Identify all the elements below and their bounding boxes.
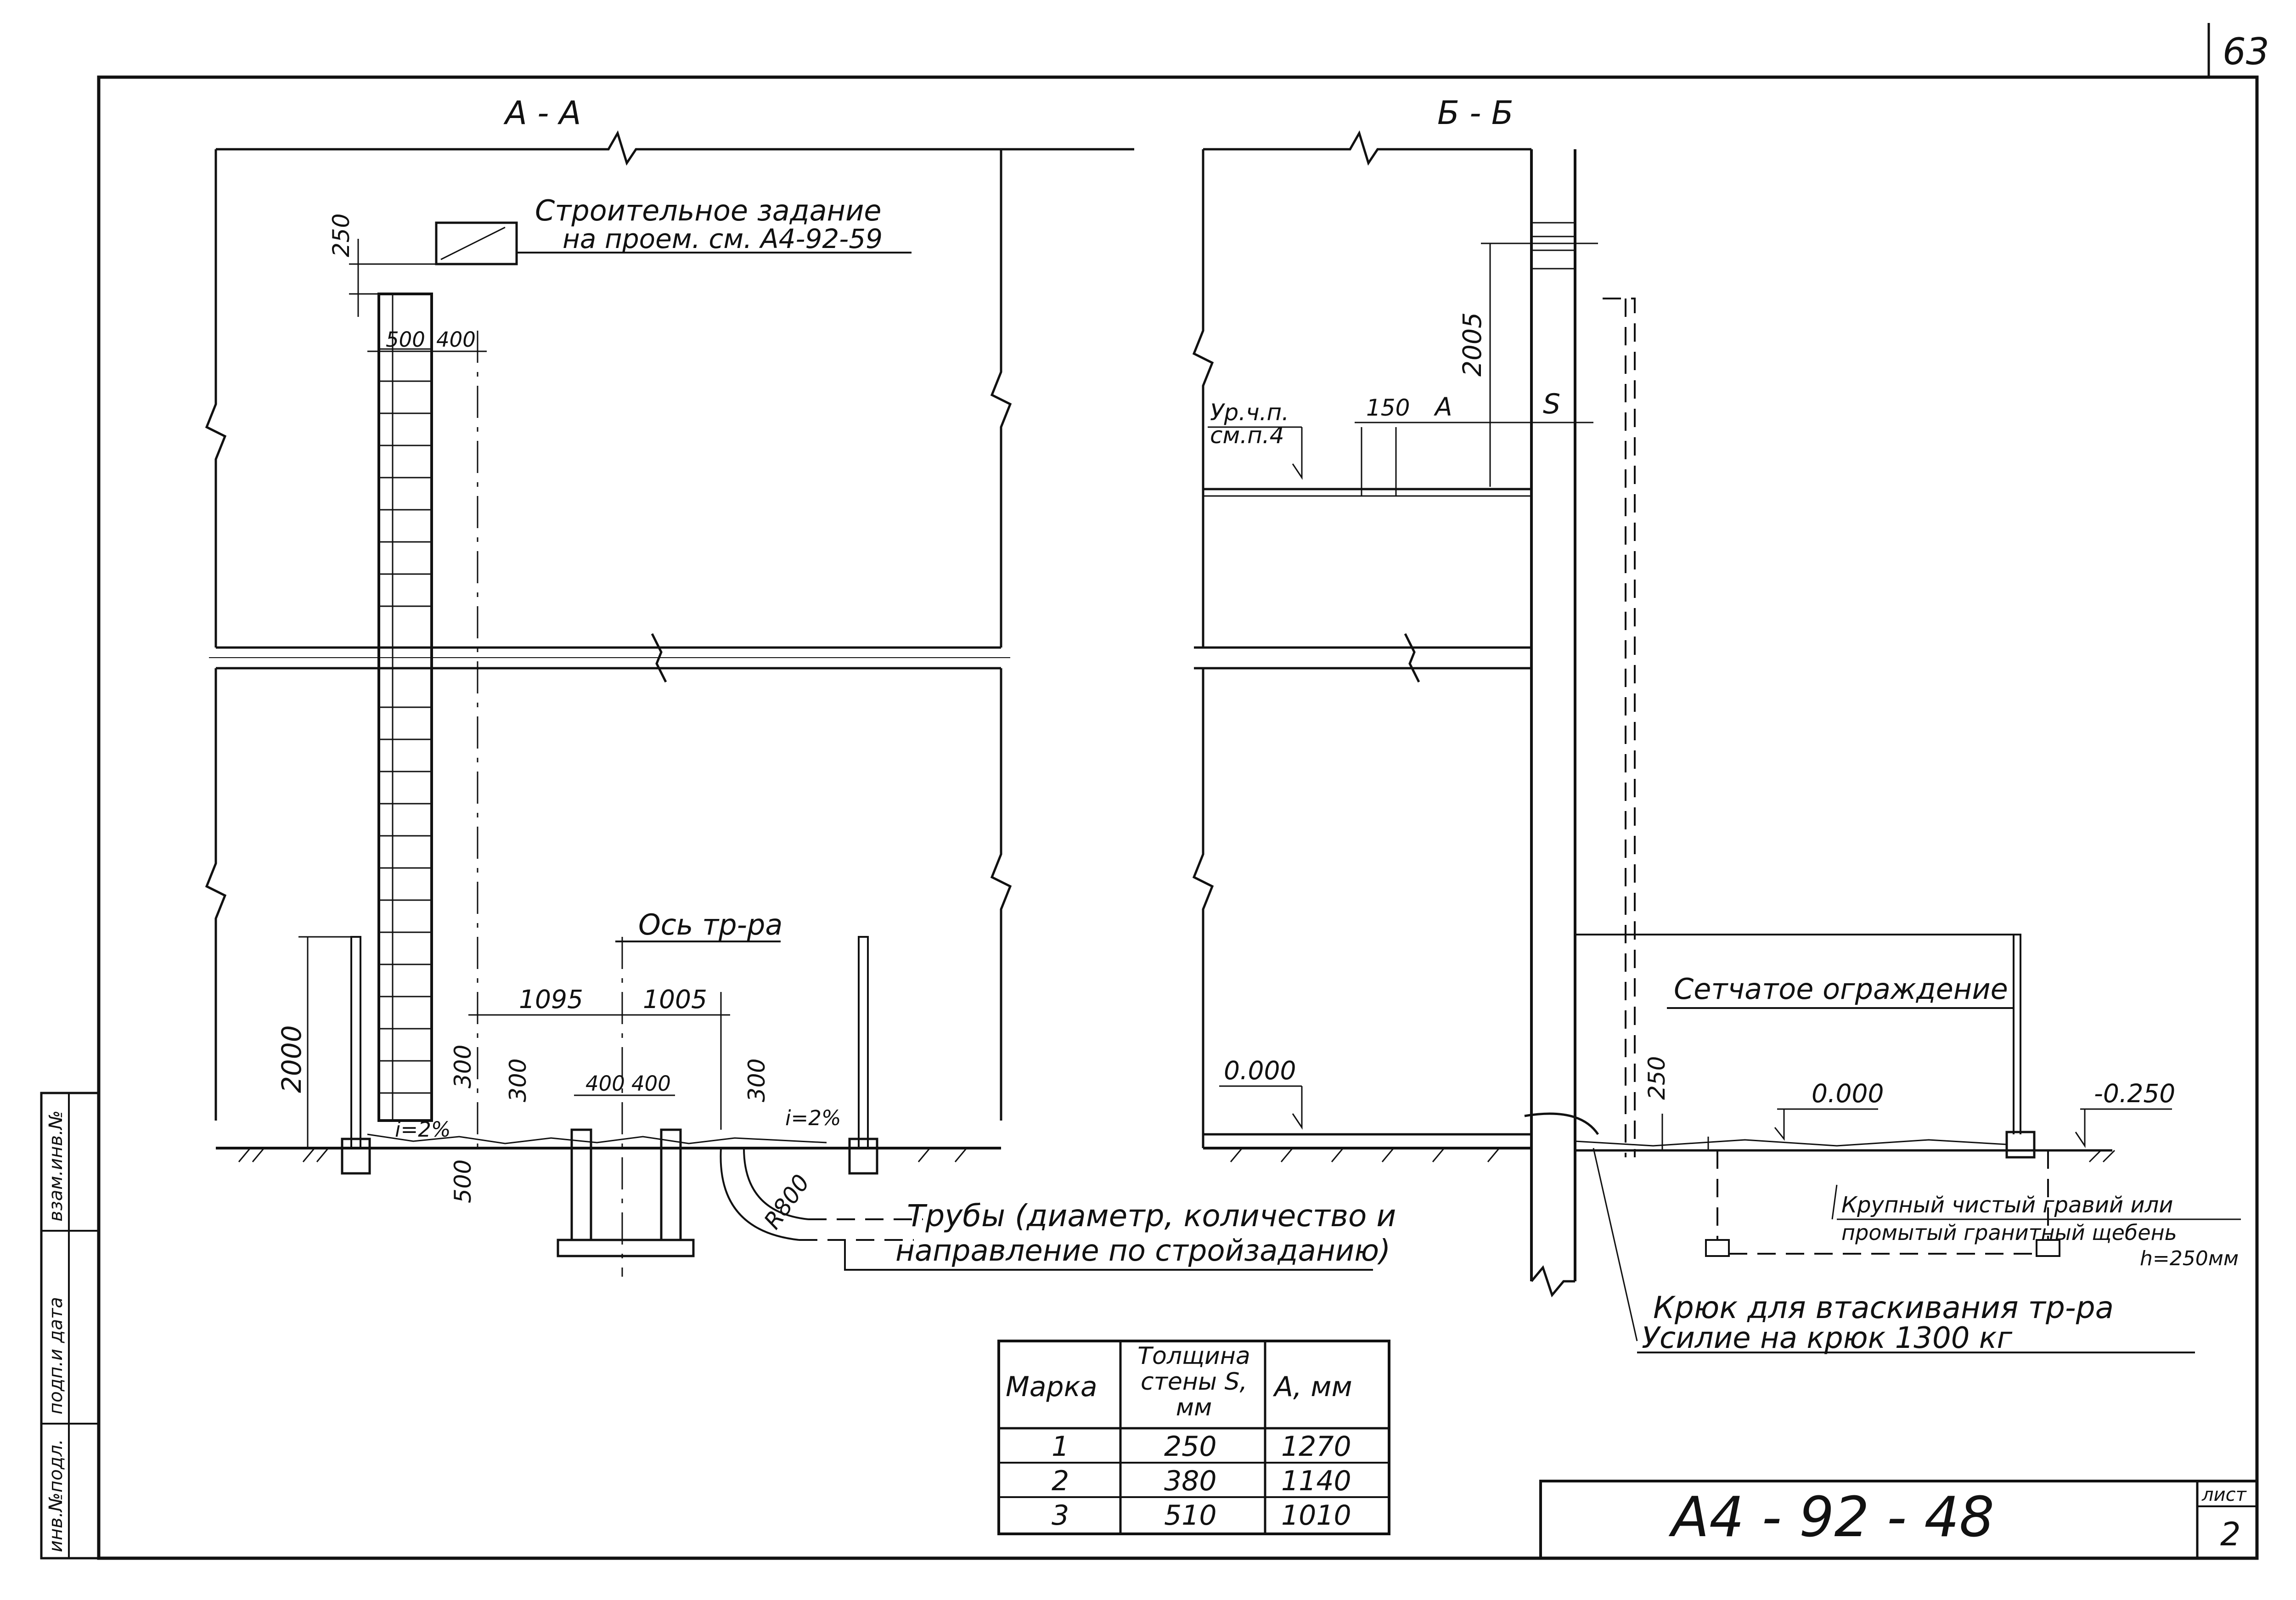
left-stamp: взам.инв.№ подп.и дата инв.№подл. [40,1092,100,1560]
level-left: 0.000 [1224,1056,1296,1085]
dim-500-bottom: 500 [450,1160,476,1203]
hook-line1: Крюк для втаскивания тр-ра [1653,1290,2114,1325]
dim-2000: 2000 [276,1025,307,1093]
dim-250-bb: 250 [1643,1056,1670,1100]
table-header-mark: Марка [1006,1371,1097,1403]
level-mid: 0.000 [1812,1079,1884,1108]
gravel-line2: промытый гранитный щебень [1841,1220,2177,1245]
table-row-3-mark: 3 [1052,1499,1069,1532]
table-row-1-mark: 1 [1052,1431,1069,1463]
dim-400: 400 [436,327,476,352]
section-bb-title: Б - Б [1437,94,1514,132]
hatch-left [238,1148,968,1162]
doc-code: А4 - 92 - 48 [1668,1486,1994,1549]
level-right: -0.250 [2094,1079,2175,1108]
dim-1005: 1005 [643,985,707,1014]
stamp-inv-podl: инв.№подл. [45,1439,67,1552]
dim-500: 500 [386,327,425,352]
section-bb: Б - Б Ур.ч.п. см.п.4 150 А S [1192,94,2241,1355]
table-row-3-a: 1010 [1281,1499,1351,1532]
fence-label: Сетчатое ограждение [1674,972,2008,1006]
sheet-number: 2 [2220,1515,2241,1553]
dim-s: S [1543,388,1560,420]
dim-2005: 2005 [1458,312,1487,377]
dim-400-a: 400 [585,1071,625,1096]
table-row-2-a: 1140 [1281,1465,1351,1497]
sheet-frame: 63 [97,23,2269,1560]
gravel-line3: h=250мм [2140,1247,2239,1270]
dim-250-top: 250 [328,214,355,257]
title-block: А4 - 92 - 48 лист 2 [1539,1480,2258,1560]
ladder-rungs [379,348,432,1094]
gravel-line1: Крупный чистый гравий или [1841,1192,2173,1218]
spec-table: Марка Толщина стены S, мм А, мм 1 250 12… [997,1340,1390,1535]
floor-level-line1: Ур.ч.п. [1210,399,1289,426]
axis-label: Ось тр-ра [638,908,782,941]
table-row-2-s: 380 [1164,1465,1217,1497]
floor-level-line2: см.п.4 [1210,422,1284,449]
dim-150: 150 [1366,394,1410,421]
slope-right: i=2% [785,1106,841,1130]
table-row-1-a: 1270 [1281,1431,1351,1463]
table-header-a: А, мм [1272,1371,1352,1403]
page-number: 63 [2223,30,2269,73]
table-row-3-s: 510 [1164,1499,1217,1532]
stamp-vzam-inv: взам.инв.№ [45,1110,67,1222]
radius-label: R800 [759,1170,815,1234]
dim-300-c: 300 [743,1059,770,1102]
task-note-line2: на проем. см. А4-92-59 [563,223,883,254]
task-note-line1: Строительное задание [535,194,882,227]
dim-400-b: 400 [631,1071,671,1096]
dim-a: А [1434,392,1452,422]
table-row-1-s: 250 [1164,1431,1217,1463]
pipes-line1: Трубы (диаметр, количество и [907,1198,1396,1234]
dim-1095: 1095 [519,985,583,1014]
hatch-bb [1230,1148,1500,1162]
pipes-line2: направление по стройзаданию) [895,1234,1390,1268]
table-row-2-mark: 2 [1052,1465,1069,1497]
section-aa-title: А - А [503,94,581,132]
slope-left: i=2% [395,1117,451,1142]
stamp-podp-data: подп.и дата [45,1297,67,1414]
dim-300-b: 300 [505,1059,531,1102]
hook-line2: Усилие на крюк 1300 кг [1642,1321,2012,1355]
section-aa: А - А [205,94,1396,1277]
sheet-label: лист [2201,1484,2247,1505]
dim-300-a: 300 [450,1045,476,1088]
table-header-thickness: Толщина стены S, мм [1137,1343,1250,1421]
